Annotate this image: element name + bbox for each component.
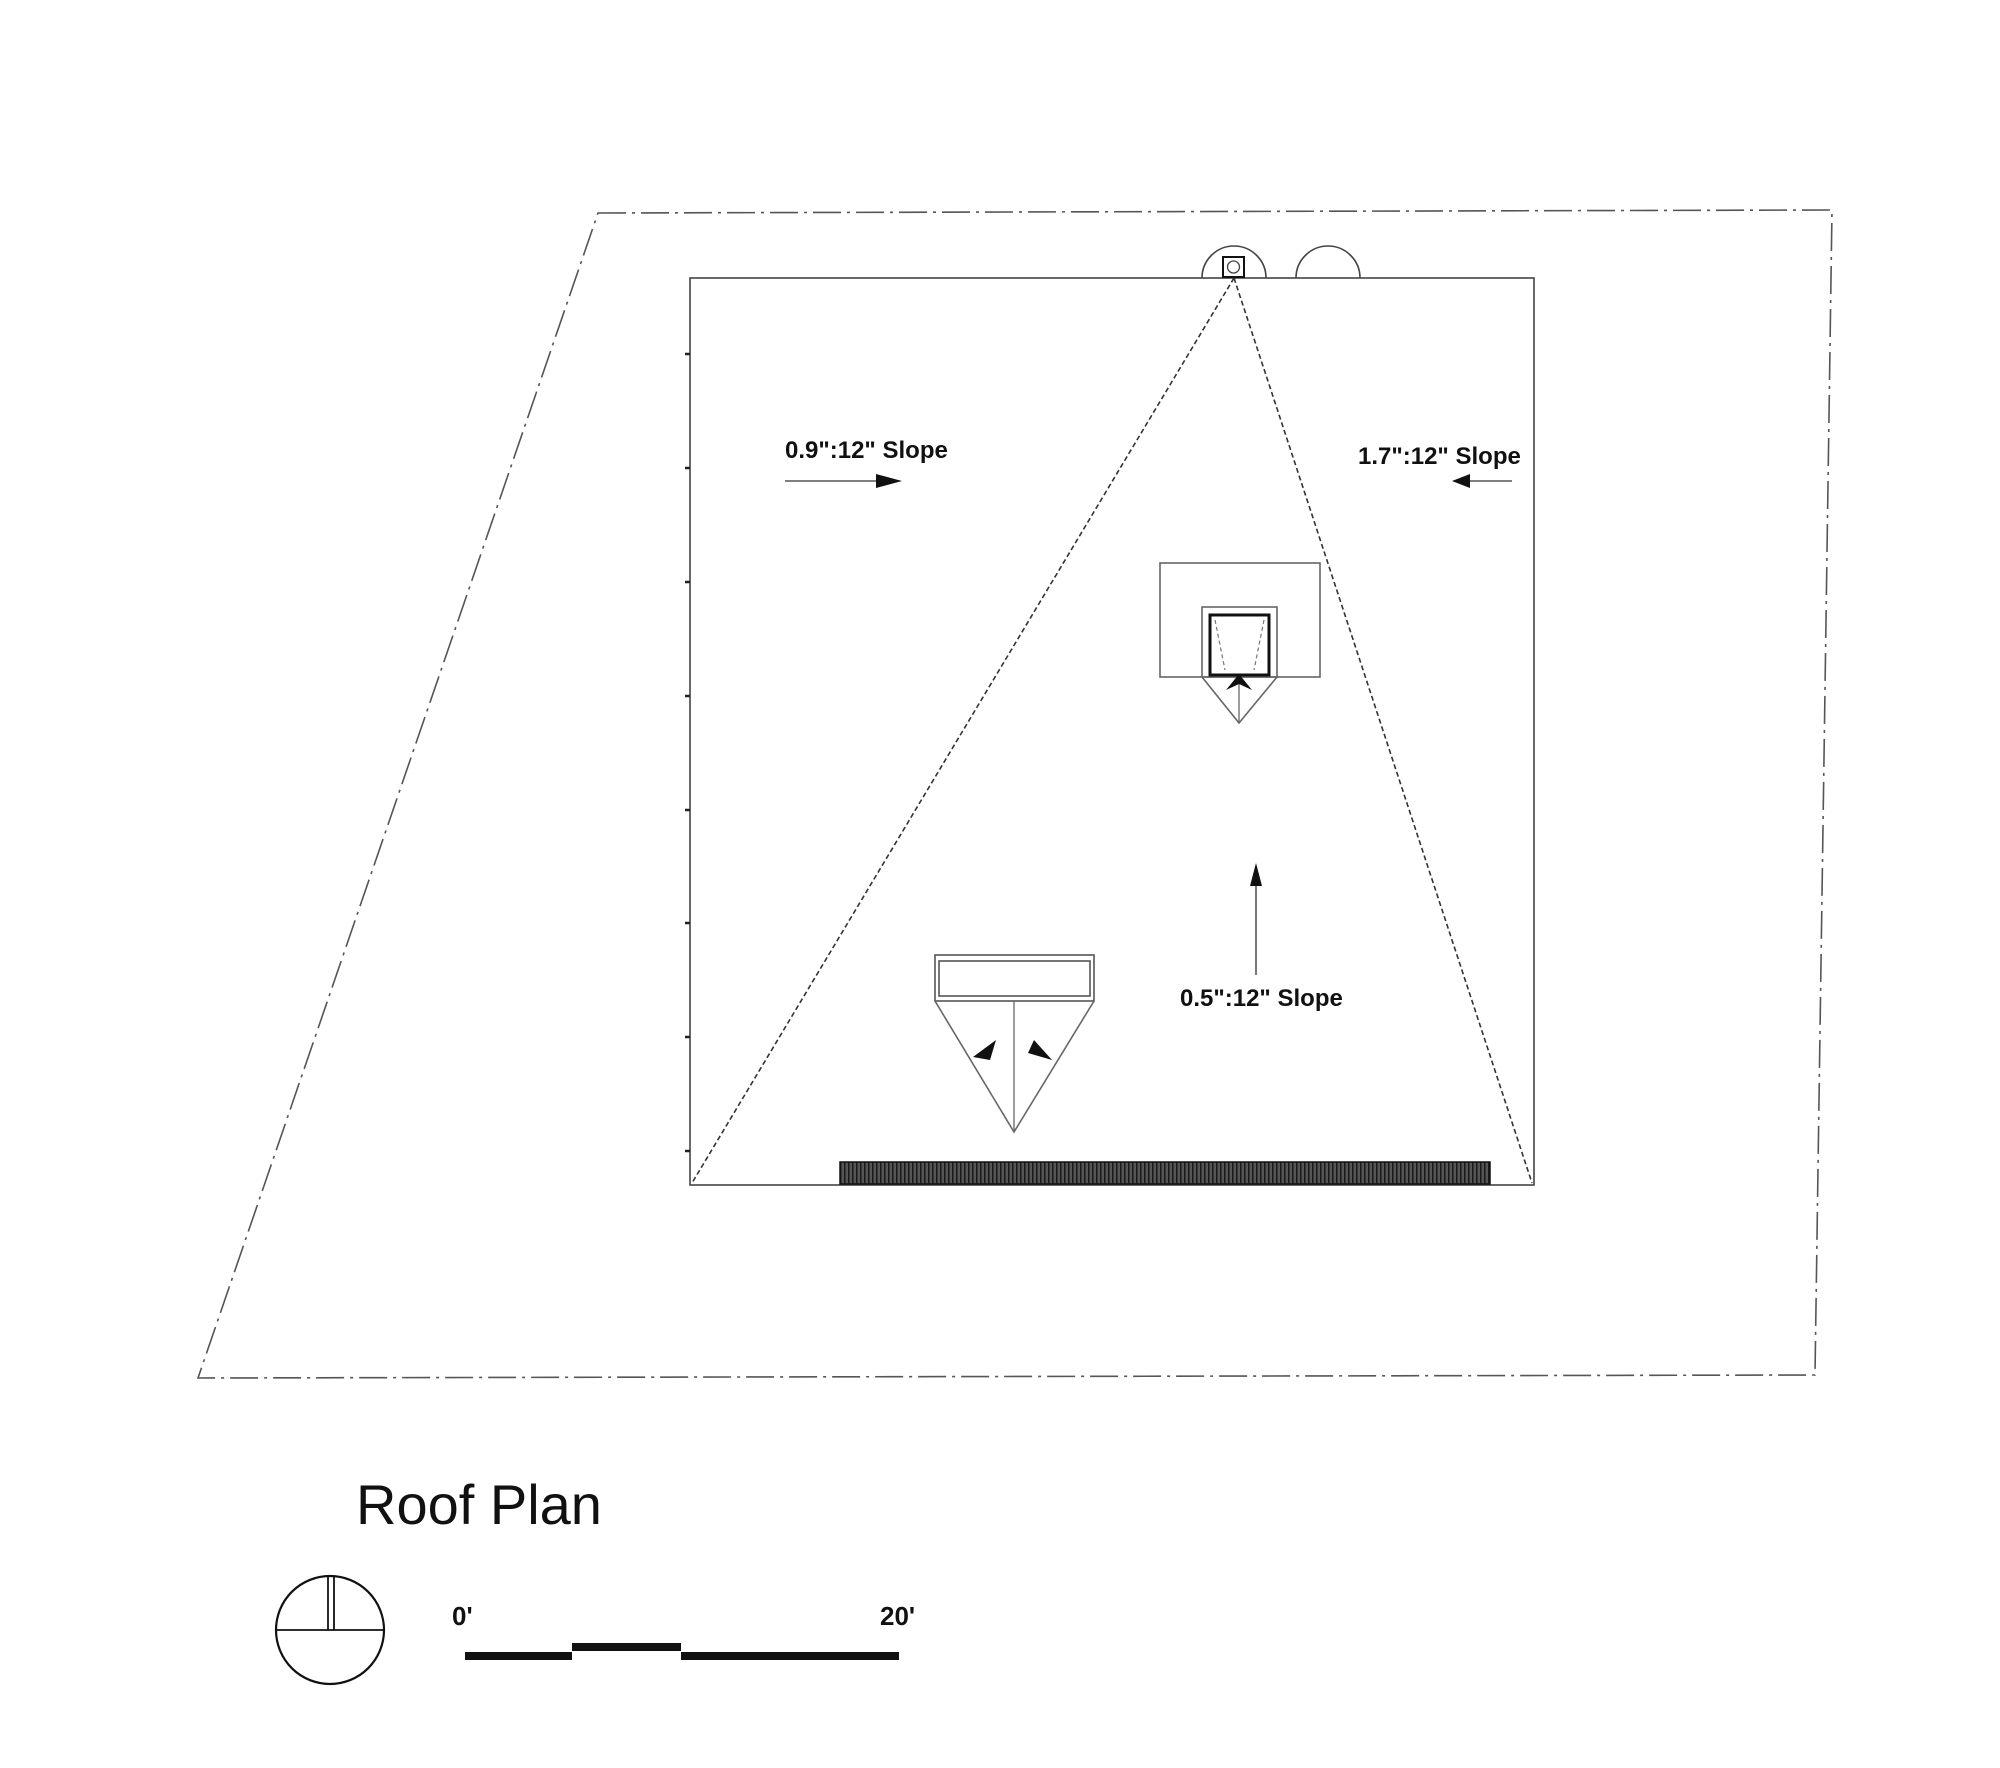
- right-slope-label: 1.7":12" Slope: [1358, 443, 1521, 470]
- edge-tick-marks: [685, 352, 690, 1153]
- north-arrow: [274, 1574, 386, 1686]
- rooftop-unit: [934, 954, 1095, 1134]
- property-line: [196, 209, 1833, 1379]
- scale-start-label: 0': [452, 1601, 473, 1631]
- left-slope-label: 0.9":12" Slope: [785, 437, 948, 464]
- roof-drain: [1201, 245, 1361, 279]
- roof-hatch: [1159, 562, 1321, 725]
- scale-bar: [465, 1643, 899, 1660]
- center-slope-label: 0.5":12" Slope: [1180, 985, 1343, 1012]
- parapet-strip: [839, 1161, 1491, 1185]
- left-slope-arrow: [785, 474, 902, 488]
- center-slope-arrow: [1250, 863, 1262, 975]
- right-slope-arrow: [1452, 474, 1512, 488]
- roof-outline: [689, 277, 1535, 1186]
- ridge-lines: [691, 277, 1533, 1184]
- drawing-title: Roof Plan: [356, 1473, 602, 1536]
- scale-end-label: 20': [880, 1601, 915, 1631]
